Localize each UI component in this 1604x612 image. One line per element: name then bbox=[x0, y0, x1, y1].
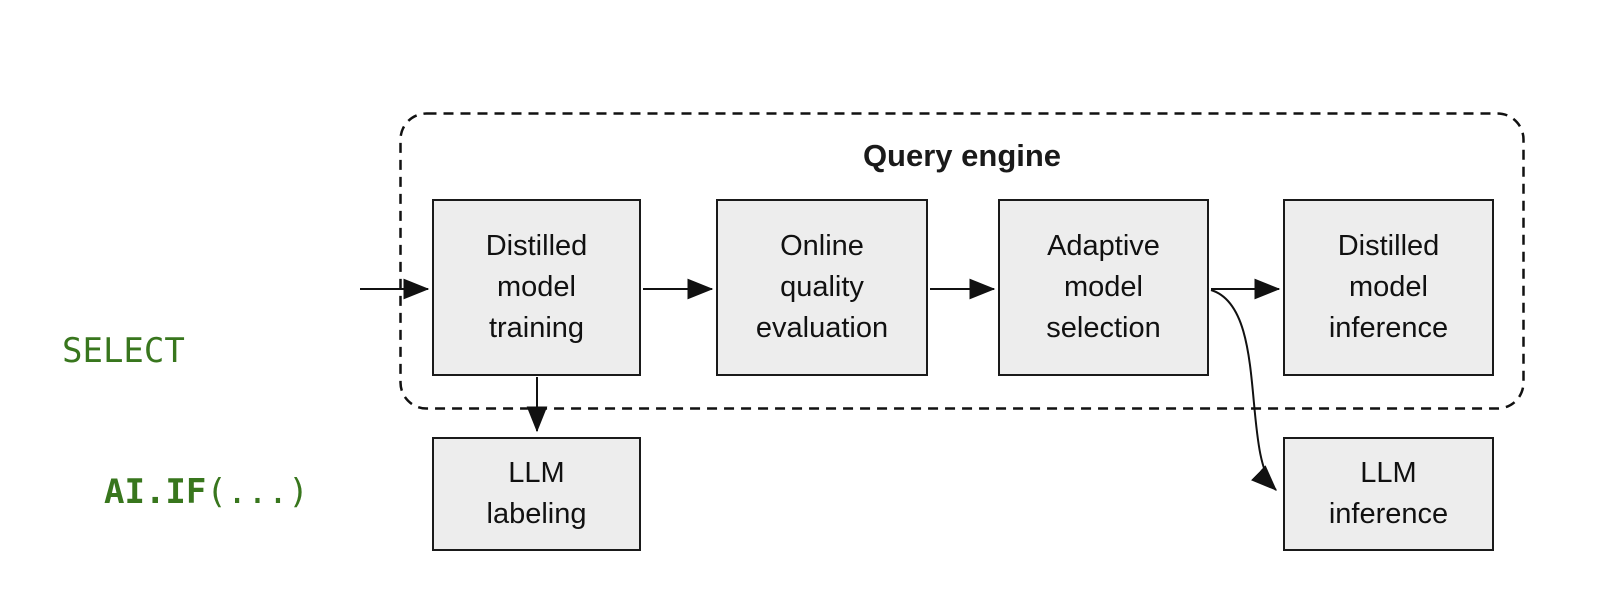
sql-ai-if-function: AI.IF bbox=[104, 472, 207, 512]
sql-select-keyword: SELECT bbox=[62, 331, 185, 371]
box-label: Distilled model training bbox=[485, 230, 588, 344]
box-label: LLM labeling bbox=[486, 457, 587, 530]
box-label: Online quality evaluation bbox=[755, 230, 889, 344]
box-llm-inference: LLM inference bbox=[1283, 437, 1494, 551]
box-distilled-model-inference: Distilled model inference bbox=[1283, 199, 1494, 376]
query-engine-dashed-border bbox=[399, 112, 1525, 410]
sql-function-call: AI.IF(...) bbox=[104, 469, 309, 516]
sql-ai-if-args: (...) bbox=[206, 472, 309, 512]
sql-query-code: SELECT AI.IF(...) bbox=[62, 234, 309, 610]
box-llm-labeling: LLM labeling bbox=[432, 437, 641, 551]
arrow-selection-to-llm-inference bbox=[1210, 289, 1277, 491]
box-distilled-model-training: Distilled model training bbox=[432, 199, 641, 376]
box-adaptive-model-selection: Adaptive model selection bbox=[998, 199, 1209, 376]
box-label: LLM inference bbox=[1328, 457, 1449, 530]
box-online-quality-evaluation: Online quality evaluation bbox=[716, 199, 928, 376]
box-label: Adaptive model selection bbox=[1046, 230, 1161, 344]
query-engine-title: Query engine bbox=[862, 138, 1062, 173]
box-label: Distilled model inference bbox=[1328, 230, 1449, 344]
